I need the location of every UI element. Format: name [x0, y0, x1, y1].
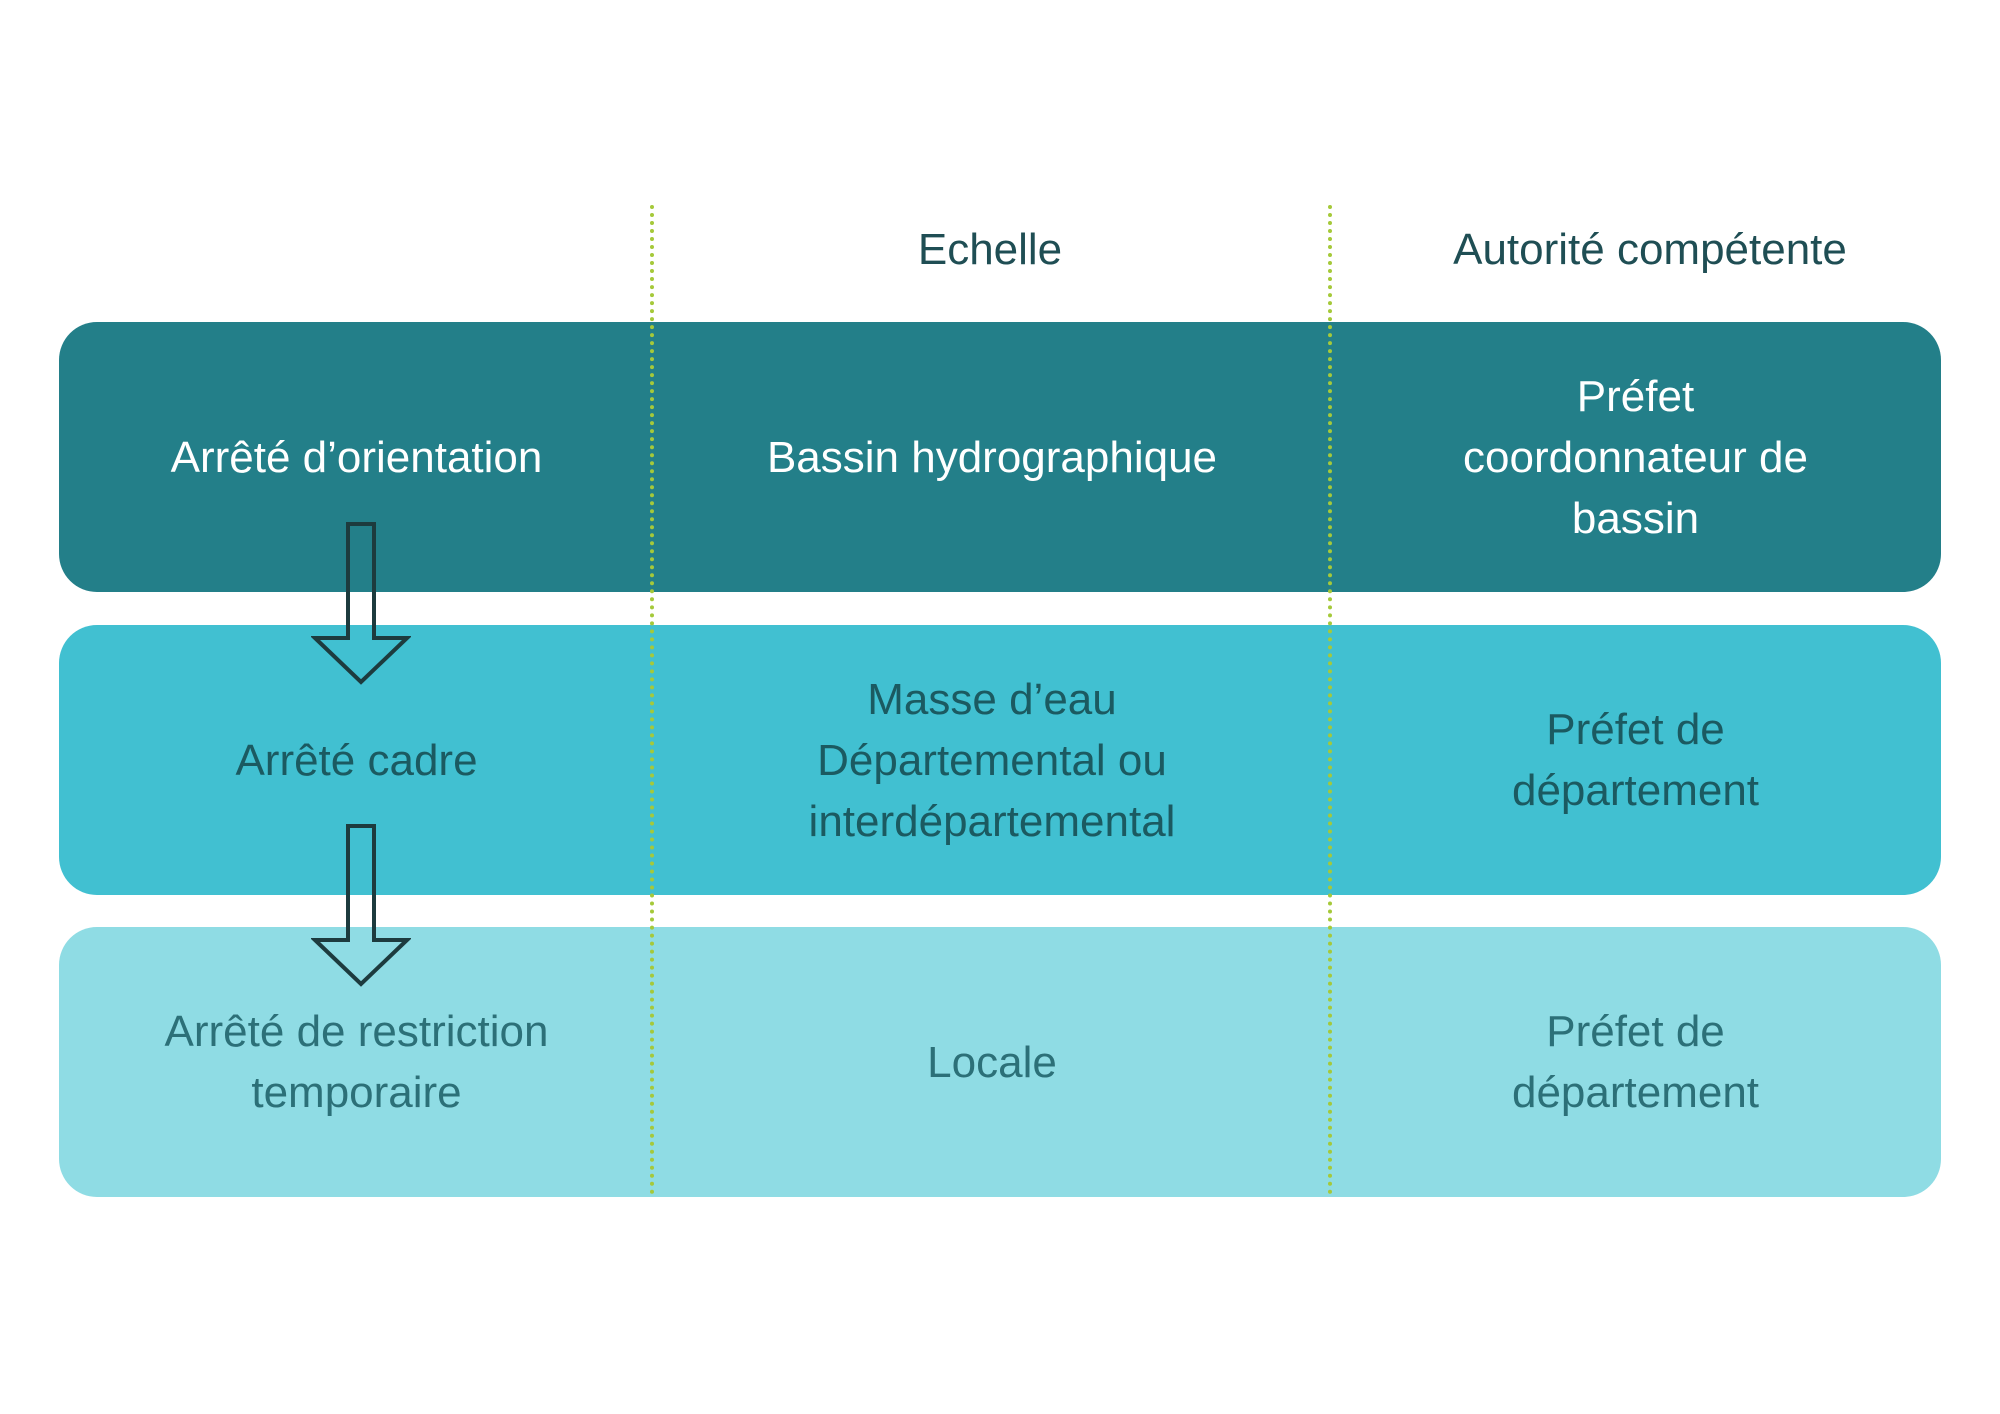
- row-authority-label: Préfet de département: [1511, 705, 1760, 815]
- row-type-label: Arrêté cadre: [235, 735, 478, 785]
- row-scale-label: Masse d’eau Départemental ou interdépart…: [808, 674, 1176, 846]
- column-divider: [1328, 205, 1332, 1195]
- row-type-label: Arrêté d’orientation: [170, 432, 543, 482]
- row-authority-label: Préfet coordonnateur de bassin: [1463, 371, 1808, 543]
- down-arrow-icon: [311, 522, 411, 685]
- header-autorite-competente: Autorité compétente: [1453, 225, 1847, 274]
- down-arrow-icon: [311, 824, 411, 987]
- column-divider: [650, 205, 654, 1195]
- row-authority-label: Préfet de département: [1511, 1007, 1760, 1117]
- row-type-label: Arrêté de restriction temporaire: [164, 1007, 549, 1117]
- row-scale-label: Bassin hydrographique: [766, 432, 1218, 482]
- row-scale-label: Locale: [927, 1037, 1057, 1087]
- header-echelle: Echelle: [917, 225, 1063, 274]
